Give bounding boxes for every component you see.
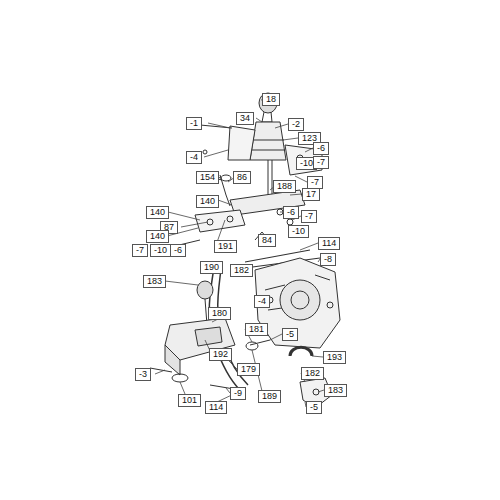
callout-number: 189 — [258, 390, 281, 403]
callout-number: 179 — [237, 363, 260, 376]
callout-number: -6 — [170, 244, 186, 257]
callout-number: 183 — [143, 275, 166, 288]
callout-number: 140 — [146, 206, 169, 219]
callout-number: 140 — [196, 195, 219, 208]
callout-number: -5 — [282, 328, 298, 341]
callout-number: 17 — [302, 188, 320, 201]
callout-number: 193 — [323, 351, 346, 364]
callout-number: 86 — [233, 171, 251, 184]
callout-number: 114 — [205, 401, 227, 414]
callout-number: -6 — [313, 142, 329, 155]
callout-number: 190 — [200, 261, 223, 274]
callout-number: -3 — [135, 368, 151, 381]
callout-number: 181 — [245, 323, 268, 336]
callout-number: 84 — [258, 234, 276, 247]
callout-number: 183 — [324, 384, 347, 397]
callout-number: 180 — [208, 307, 231, 320]
callout-number: 192 — [209, 348, 232, 361]
callout-number: -4 — [254, 295, 270, 308]
callout-number: 191 — [214, 240, 237, 253]
callout-number: 101 — [178, 394, 201, 407]
callout-number: 34 — [236, 112, 254, 125]
callout-number: -7 — [301, 210, 317, 223]
callout-number: 182 — [230, 264, 253, 277]
callout-number: 114 — [318, 237, 340, 250]
callout-number: 188 — [273, 180, 296, 193]
callout-number: 182 — [301, 367, 324, 380]
callout-number: -6 — [283, 206, 299, 219]
callout-number: -1 — [186, 117, 202, 130]
callout-number: -7 — [313, 156, 329, 169]
callout-number: -9 — [230, 387, 246, 400]
callout-number: -2 — [288, 118, 304, 131]
callout-number: -10 — [150, 244, 171, 257]
callout-number: -10 — [288, 225, 309, 238]
callout-number: 18 — [262, 93, 280, 106]
callout-number: -7 — [132, 244, 148, 257]
callout-number: -5 — [306, 401, 322, 414]
callout-number: 154 — [196, 171, 219, 184]
callout-number: 140 — [146, 230, 169, 243]
callout-number: -4 — [186, 151, 202, 164]
callout-number: -8 — [320, 253, 336, 266]
